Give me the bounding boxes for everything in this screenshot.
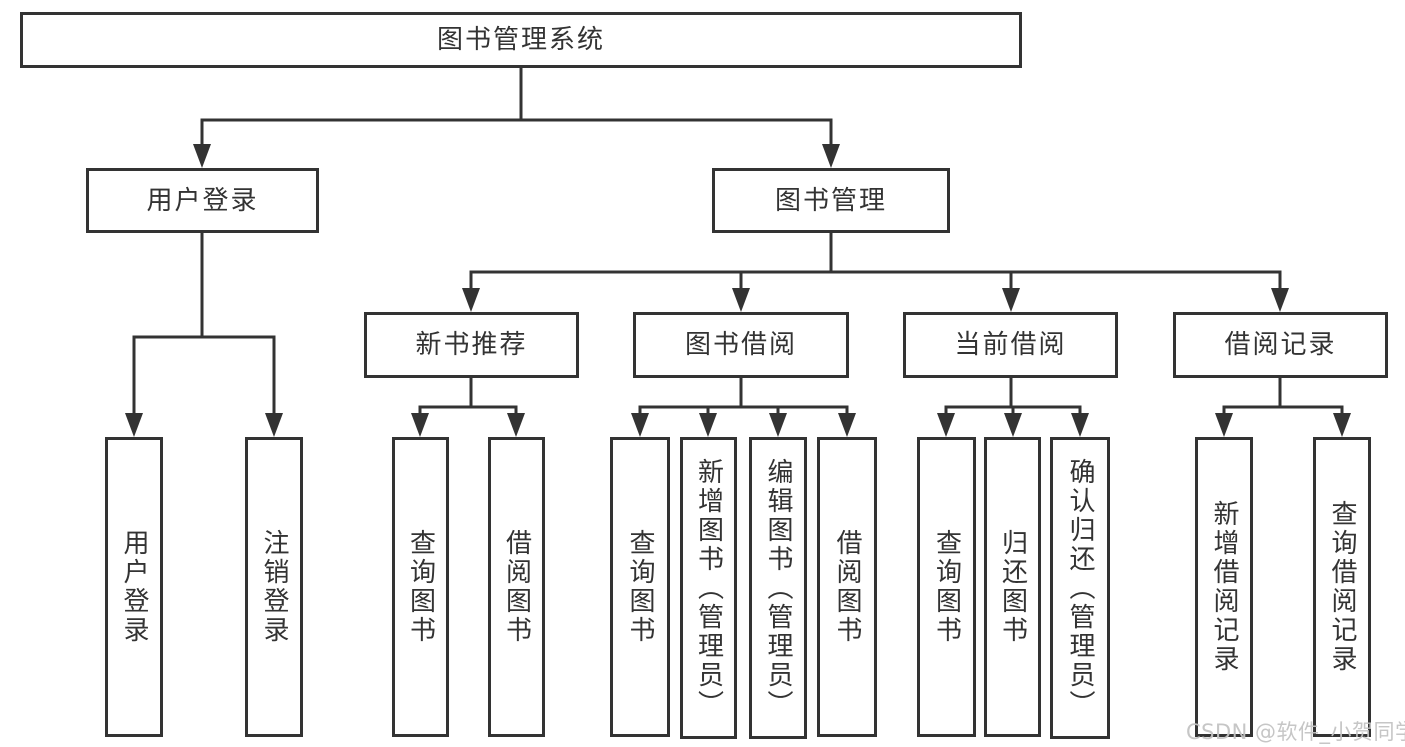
node-leaf-add-borrow-record-label: 新增借阅记录 xyxy=(1209,500,1239,674)
node-book-management: 图书管理 xyxy=(712,168,950,233)
node-leaf-confirm-return-admin: 确认归还（管理员） xyxy=(1050,437,1110,739)
node-leaf-add-borrow-record: 新增借阅记录 xyxy=(1195,437,1253,737)
node-book-borrow: 图书借阅 xyxy=(633,312,849,378)
node-leaf-query-books-recommend: 查询图书 xyxy=(392,437,449,737)
node-leaf-query-books-current-label: 查询图书 xyxy=(931,529,962,645)
node-leaf-logout: 注销登录 xyxy=(245,437,303,737)
node-leaf-query-borrow-record-label: 查询借阅记录 xyxy=(1327,500,1357,674)
node-leaf-query-books-current: 查询图书 xyxy=(917,437,976,737)
node-user-login-label: 用户登录 xyxy=(146,185,259,216)
arrowheads xyxy=(125,144,1351,437)
node-leaf-query-books-borrow-label: 查询图书 xyxy=(625,529,655,645)
node-book-borrow-label: 图书借阅 xyxy=(684,330,797,360)
node-new-book-recommend-label: 新书推荐 xyxy=(415,330,528,360)
node-leaf-edit-book-admin: 编辑图书（管理员） xyxy=(749,437,807,739)
node-leaf-add-book-admin: 新增图书（管理员） xyxy=(680,437,737,739)
node-library-system-label: 图书管理系统 xyxy=(436,25,605,55)
node-leaf-borrow-books-recommend-label: 借阅图书 xyxy=(501,529,532,645)
node-current-borrow: 当前借阅 xyxy=(903,312,1118,378)
node-leaf-add-book-admin-label: 新增图书（管理员） xyxy=(693,457,724,719)
node-leaf-borrow-books-recommend: 借阅图书 xyxy=(488,437,545,737)
node-new-book-recommend: 新书推荐 xyxy=(364,312,579,378)
node-library-system: 图书管理系统 xyxy=(20,12,1022,68)
node-leaf-edit-book-admin-label: 编辑图书（管理员） xyxy=(763,457,793,719)
node-leaf-borrow-books-label: 借阅图书 xyxy=(832,529,862,645)
node-leaf-query-books-recommend-label: 查询图书 xyxy=(405,529,436,645)
node-leaf-user-login-label: 用户登录 xyxy=(119,529,149,645)
node-book-management-label: 图书管理 xyxy=(774,185,887,216)
connector-paths xyxy=(132,68,1344,418)
node-user-login: 用户登录 xyxy=(86,168,319,233)
node-leaf-query-borrow-record: 查询借阅记录 xyxy=(1313,437,1371,737)
node-leaf-query-books-borrow: 查询图书 xyxy=(610,437,670,737)
node-borrow-records: 借阅记录 xyxy=(1173,312,1388,378)
watermark: CSDN @软件_小贺同学 xyxy=(1186,720,1405,744)
node-leaf-confirm-return-admin-label: 确认归还（管理员） xyxy=(1065,457,1095,719)
node-borrow-records-label: 借阅记录 xyxy=(1224,330,1337,360)
node-leaf-logout-label: 注销登录 xyxy=(259,529,289,645)
node-current-borrow-label: 当前借阅 xyxy=(954,330,1067,360)
node-leaf-borrow-books: 借阅图书 xyxy=(817,437,877,737)
node-leaf-return-book-label: 归还图书 xyxy=(997,529,1028,645)
node-leaf-user-login: 用户登录 xyxy=(105,437,163,737)
node-leaf-return-book: 归还图书 xyxy=(984,437,1041,737)
